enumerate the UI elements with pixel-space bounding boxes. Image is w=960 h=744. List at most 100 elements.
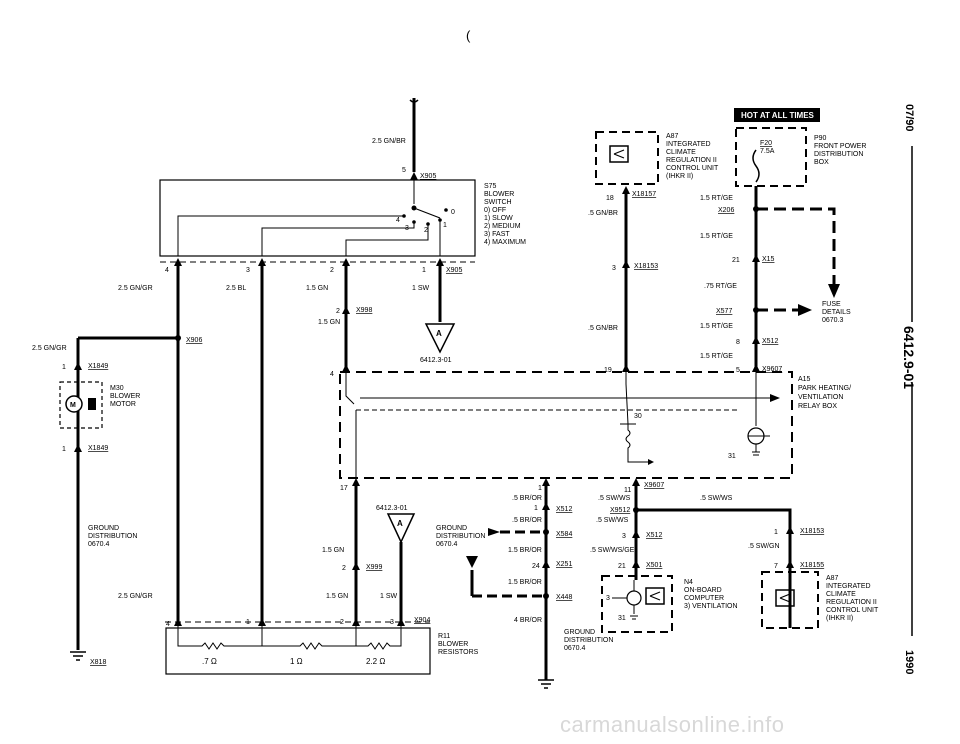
svg-text:3: 3 <box>606 595 610 602</box>
svg-text:INTEGRATED: INTEGRATED <box>826 583 871 590</box>
svg-text:6412.3-01: 6412.3-01 <box>376 505 408 512</box>
svg-text:VENTILATION: VENTILATION <box>798 394 843 401</box>
svg-text:REGULATION II: REGULATION II <box>666 157 717 164</box>
ground-ref-a-lower: 6412.3-01 A <box>376 505 416 544</box>
svg-text:X512: X512 <box>646 532 662 539</box>
pos-label: 1 <box>443 222 447 229</box>
svg-text:.5 BR/OR: .5 BR/OR <box>512 517 542 524</box>
ground-ref-a-upper: A 6412.3-01 <box>420 323 456 364</box>
svg-text:X904: X904 <box>414 617 430 624</box>
svg-text:31: 31 <box>728 453 736 460</box>
svg-text:1.5 RT/GE: 1.5 RT/GE <box>700 233 733 240</box>
svg-text:M30: M30 <box>110 385 124 392</box>
wire-label-gn-br: 2.5 GN/BR <box>372 138 406 145</box>
svg-text:1: 1 <box>774 529 778 536</box>
fuse-symbol <box>752 149 760 183</box>
svg-text:0670.4: 0670.4 <box>564 645 586 652</box>
svg-text:P90: P90 <box>814 135 827 142</box>
svg-text:1.5 RT/GE: 1.5 RT/GE <box>700 353 733 360</box>
svg-text:2) MEDIUM: 2) MEDIUM <box>484 223 521 230</box>
svg-text:BLOWER: BLOWER <box>110 393 140 400</box>
svg-text:FUSE: FUSE <box>822 301 841 308</box>
svg-text:GROUND: GROUND <box>564 629 595 636</box>
svg-text:0670.3: 0670.3 <box>822 317 844 324</box>
svg-text:.5 SW/WS/GE: .5 SW/WS/GE <box>590 547 635 554</box>
svg-text:.7 Ω: .7 Ω <box>202 657 217 666</box>
connector-x906: X906 <box>186 337 202 344</box>
svg-text:.5 GN/BR: .5 GN/BR <box>588 325 618 332</box>
svg-text:FRONT POWER: FRONT POWER <box>814 143 866 150</box>
svg-text:1.5 GN: 1.5 GN <box>326 593 348 600</box>
wire-label: 1.5 GN <box>306 285 328 292</box>
trace-pos2 <box>345 224 429 256</box>
wire-label: 2.5 GN/GR <box>118 285 153 292</box>
splice-x906 <box>175 335 181 341</box>
resistor-0.7 <box>177 626 263 650</box>
svg-text:2: 2 <box>342 565 346 572</box>
svg-text:A15: A15 <box>798 376 811 383</box>
svg-text:CLIMATE: CLIMATE <box>666 149 696 156</box>
ground-distribution-mid: GROUND DISTRIBUTION 0670.4 <box>436 525 485 568</box>
svg-text:X577: X577 <box>716 308 732 315</box>
connector-arrow <box>410 172 418 180</box>
page-side-info: 07/90 6412.9-01 1990 <box>901 104 917 674</box>
svg-text:X9512: X9512 <box>610 507 630 514</box>
svg-text:A87: A87 <box>666 133 679 140</box>
svg-text:1.5 GN: 1.5 GN <box>318 319 340 326</box>
svg-text:1.5 RT/GE: 1.5 RT/GE <box>700 195 733 202</box>
svg-text:3) FAST: 3) FAST <box>484 231 510 238</box>
svg-text:1: 1 <box>534 505 538 512</box>
svg-text:M: M <box>70 402 76 409</box>
svg-text:31: 31 <box>618 615 626 622</box>
svg-text:BOX: BOX <box>814 159 829 166</box>
s75-housing <box>159 179 476 257</box>
svg-text:X1849: X1849 <box>88 363 108 370</box>
svg-text:INTEGRATED: INTEGRATED <box>666 141 711 148</box>
a87-climate-control-top: A87 INTEGRATED CLIMATE REGULATION II CON… <box>595 131 719 202</box>
resistor-2.2 <box>356 626 402 650</box>
svg-text:1 SW: 1 SW <box>380 593 398 600</box>
svg-text:DISTRIBUTION: DISTRIBUTION <box>88 533 137 540</box>
ground-distribution-bottom: GROUND DISTRIBUTION 0670.4 <box>538 629 613 689</box>
svg-text:.5 SW/WS: .5 SW/WS <box>596 517 629 524</box>
svg-text:1.5 BR/OR: 1.5 BR/OR <box>508 547 542 554</box>
svg-text:X818: X818 <box>90 659 106 666</box>
svg-text:X998: X998 <box>356 307 372 314</box>
svg-text:R11: R11 <box>438 633 450 640</box>
svg-text:X999: X999 <box>366 564 382 571</box>
svg-text:17: 17 <box>340 485 348 492</box>
svg-text:GROUND: GROUND <box>88 525 119 532</box>
svg-text:1) SLOW: 1) SLOW <box>484 215 513 222</box>
relay-contact <box>345 372 355 405</box>
svg-text:X9607: X9607 <box>644 482 664 489</box>
svg-text:CONTROL UNIT: CONTROL UNIT <box>666 165 719 172</box>
svg-text:CLIMATE: CLIMATE <box>826 591 856 598</box>
svg-text:3: 3 <box>612 265 616 272</box>
svg-text:BLOWER: BLOWER <box>438 641 468 648</box>
svg-text:3: 3 <box>622 533 626 540</box>
resistor-1 <box>262 626 357 650</box>
svg-text:X18153: X18153 <box>634 263 658 270</box>
svg-text:A: A <box>436 329 442 338</box>
svg-text:4) MAXIMUM: 4) MAXIMUM <box>484 239 526 246</box>
svg-text:X501: X501 <box>646 562 662 569</box>
svg-text:.75 RT/GE: .75 RT/GE <box>704 283 737 290</box>
svg-text:X512: X512 <box>556 506 572 513</box>
x999-connector: 1.5 GN 2 X999 1.5 GN 1 SW <box>322 547 398 600</box>
side-number: 6412.9-01 <box>901 326 917 389</box>
p90-front-power-box: F20 7.5A P90 FRONT POWER DISTRIBUTION BO… <box>735 127 866 187</box>
n4-on-board-computer: 3 31 N4 ON-BOARD COMPUTER 3) VENTILATION <box>601 575 738 633</box>
sw-wire-labels: .5 SW/WS X9512 .5 SW/WS 3 X512 .5 SW/WS/… <box>590 495 733 570</box>
right-wire-labels: 1.5 RT/GE X206 1.5 RT/GE 21 X15 .75 RT/G… <box>700 195 782 374</box>
svg-text:18: 18 <box>606 195 614 202</box>
svg-text:21: 21 <box>618 563 626 570</box>
svg-text:0670.4: 0670.4 <box>436 541 458 548</box>
wire-label: 2.5 GN/GR <box>32 345 67 352</box>
x998-connector: 2 X998 1.5 GN <box>318 306 372 326</box>
watermark: carmanualsonline.info <box>560 712 785 737</box>
svg-text:2: 2 <box>340 619 344 626</box>
lower-center-labels: .5 BR/OR 1 X512 .5 BR/OR X584 1.5 BR/OR … <box>508 495 572 624</box>
svg-text:19: 19 <box>604 367 612 374</box>
svg-text:N4: N4 <box>684 579 693 586</box>
svg-text:X18157: X18157 <box>632 191 656 198</box>
